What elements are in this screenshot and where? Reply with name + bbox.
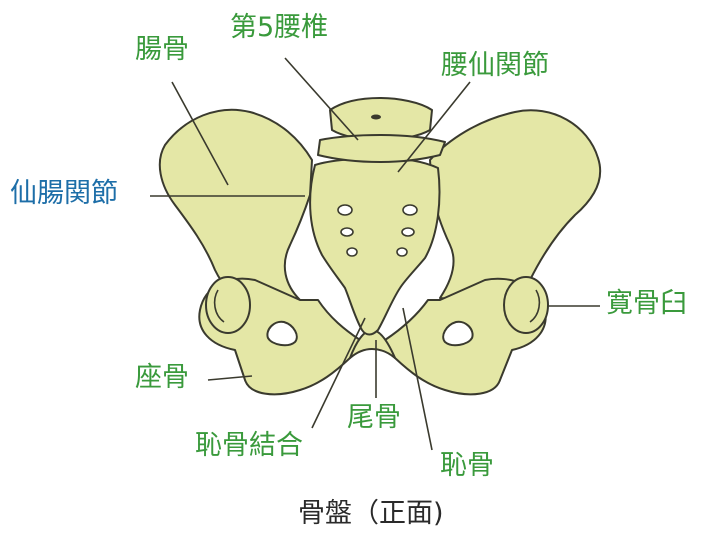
sacral-foramen-2l bbox=[340, 227, 354, 237]
l5-foramen-dot bbox=[371, 114, 381, 120]
sacral-foramen-3r bbox=[396, 247, 408, 257]
right-obturator-foramen bbox=[442, 320, 474, 347]
sacral-foramen-3l bbox=[346, 247, 358, 257]
diagram-caption: 骨盤（正面) bbox=[298, 498, 444, 529]
label-l5-vertebra: 第5腰椎 bbox=[230, 12, 329, 43]
label-pubic-symphysis: 恥骨結合 bbox=[195, 430, 303, 461]
label-lumbosacral-joint: 腰仙関節 bbox=[441, 50, 549, 81]
leader-pubis bbox=[402, 307, 433, 451]
left-acetabulum bbox=[205, 276, 251, 334]
label-acetabulum: 寛骨臼 bbox=[606, 288, 687, 319]
sacral-foramen-2r bbox=[401, 227, 415, 237]
label-pubis: 恥骨 bbox=[440, 450, 494, 481]
sacral-foramen-1l bbox=[337, 204, 353, 216]
leader-l5 bbox=[284, 57, 359, 141]
label-coccyx: 尾骨 bbox=[347, 402, 401, 433]
sacrum-shape bbox=[309, 157, 441, 336]
leader-ischium bbox=[207, 375, 253, 381]
sacral-foramen-1r bbox=[402, 204, 418, 216]
left-acetabulum-rim bbox=[213, 289, 225, 323]
leader-ilium bbox=[171, 81, 229, 186]
right-ilium-shape bbox=[429, 109, 602, 303]
leader-lumbosacral bbox=[397, 81, 471, 173]
label-ischium: 座骨 bbox=[135, 362, 189, 393]
l5-body-shape bbox=[329, 97, 433, 141]
right-acetabulum bbox=[503, 276, 549, 334]
disc-shape bbox=[317, 134, 446, 163]
left-obturator-foramen bbox=[266, 320, 298, 347]
left-ilium-shape bbox=[158, 108, 313, 303]
leader-pubic-symphysis bbox=[311, 317, 366, 429]
right-acetabulum-rim bbox=[529, 289, 541, 323]
label-sacroiliac-joint: 仙腸関節 bbox=[10, 178, 118, 209]
label-ilium: 腸骨 bbox=[135, 34, 189, 65]
